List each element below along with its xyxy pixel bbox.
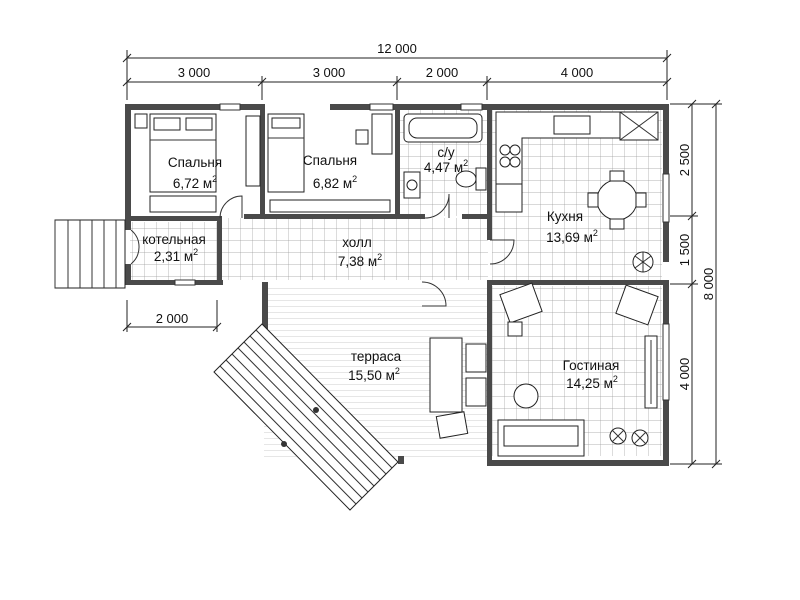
room-living: Гостиная 14,25 м2 <box>563 358 620 391</box>
room-bedroom2-name: Спальня <box>303 153 357 168</box>
room-living-area: 14,25 м <box>566 376 613 391</box>
room-bedroom1-area: 6,72 м <box>173 176 212 191</box>
svg-text:6,82 м2: 6,82 м2 <box>313 174 357 191</box>
room-boiler-name: котельная <box>142 232 206 247</box>
dim-right-3: 4 000 <box>677 358 692 391</box>
porch-dimension: 2 000 <box>122 300 222 332</box>
svg-text:15,50 м2: 15,50 м2 <box>348 366 400 383</box>
room-living-sup: 2 <box>613 374 618 384</box>
dim-right-2: 1 500 <box>677 234 692 267</box>
room-terrace: терраса 15,50 м2 <box>348 349 402 383</box>
room-hall: холл 7,38 м2 <box>338 235 382 269</box>
room-bathroom-name: с/у <box>437 145 455 160</box>
room-kitchen-sup: 2 <box>593 228 598 238</box>
svg-text:2,31 м2: 2,31 м2 <box>154 247 198 264</box>
room-hall-area: 7,38 м <box>338 254 377 269</box>
dim-seg-4: 4 000 <box>561 65 594 80</box>
room-hall-name: холл <box>342 235 372 250</box>
room-bathroom-area: 4,47 м <box>424 160 463 175</box>
terrace-stairs <box>213 323 399 511</box>
bedroom2-bed <box>245 113 305 193</box>
room-boiler-sup: 2 <box>193 247 198 257</box>
room-kitchen-name: Кухня <box>547 209 583 224</box>
walls <box>125 104 669 466</box>
bedroom2-desk <box>269 113 393 213</box>
room-terrace-area: 15,50 м <box>348 368 395 383</box>
svg-text:6,72 м2: 6,72 м2 <box>173 174 217 191</box>
living-plant <box>609 427 649 447</box>
dim-porch-width: 2 000 <box>156 311 189 326</box>
dim-seg-1: 3 000 <box>178 65 211 80</box>
bathroom-fixtures <box>403 113 487 199</box>
terrace-table <box>429 337 487 439</box>
room-living-name: Гостиная <box>563 358 620 373</box>
room-bedroom1-sup: 2 <box>212 174 217 184</box>
right-dimensions: 2 500 1 500 4 000 8 000 <box>670 99 722 469</box>
room-boiler-area: 2,31 м <box>154 249 193 264</box>
kitchen-table <box>587 170 647 230</box>
dim-total-height: 8 000 <box>701 268 716 301</box>
room-bedroom2-area: 6,82 м <box>313 176 352 191</box>
room-bedroom1-name: Спальня <box>168 155 222 170</box>
room-hall-sup: 2 <box>377 252 382 262</box>
room-bedroom2-sup: 2 <box>352 174 357 184</box>
room-bathroom: с/у 4,47 м2 <box>424 145 468 175</box>
kitchen-counter <box>495 111 659 213</box>
room-bedroom1: Спальня 6,72 м2 <box>168 155 222 191</box>
svg-text:14,25 м2: 14,25 м2 <box>566 374 618 391</box>
room-bedroom2: Спальня 6,82 м2 <box>303 153 357 191</box>
bedroom1-bed <box>134 113 217 193</box>
dim-total-width: 12 000 <box>377 41 417 56</box>
svg-text:13,69 м2: 13,69 м2 <box>546 228 598 245</box>
living-armchairs <box>499 282 659 409</box>
dim-right-1: 2 500 <box>677 144 692 177</box>
doors <box>130 193 515 307</box>
dim-seg-3: 2 000 <box>426 65 459 80</box>
entry-steps <box>54 219 126 289</box>
svg-text:7,38 м2: 7,38 м2 <box>338 252 382 269</box>
dim-seg-2: 3 000 <box>313 65 346 80</box>
top-dimensions: 12 000 3 000 3 000 2 000 4 000 <box>122 41 672 100</box>
bedroom1-wardrobe <box>149 195 217 213</box>
living-sofa <box>497 383 585 457</box>
room-kitchen: Кухня 13,69 м2 <box>546 209 598 245</box>
svg-text:4,47 м2: 4,47 м2 <box>424 158 468 175</box>
room-boiler: котельная 2,31 м2 <box>142 232 206 264</box>
room-kitchen-area: 13,69 м <box>546 230 593 245</box>
windows <box>174 103 670 401</box>
room-terrace-sup: 2 <box>395 366 400 376</box>
kitchen-plant <box>632 251 654 273</box>
room-terrace-name: терраса <box>351 349 402 364</box>
room-bathroom-sup: 2 <box>463 158 468 168</box>
